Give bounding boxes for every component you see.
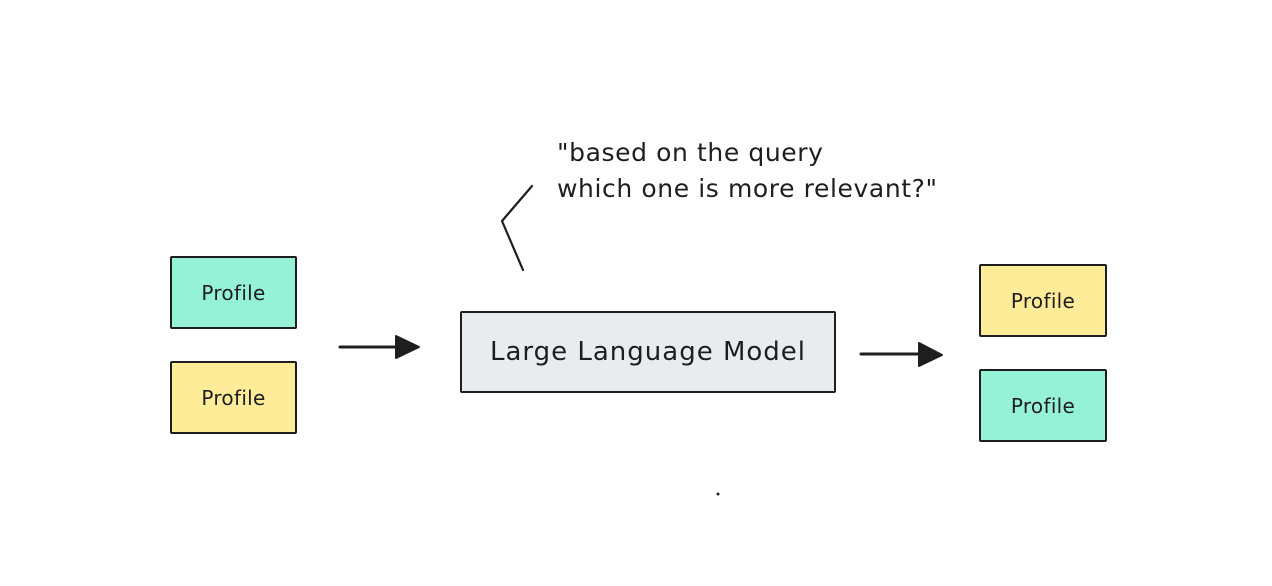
prompt-line-2: which one is more relevant?" bbox=[557, 174, 938, 203]
input-arrow bbox=[338, 335, 420, 359]
llm-box: Large Language Model bbox=[460, 311, 836, 393]
output-profile-1-label: Profile bbox=[1010, 288, 1076, 313]
prompt-annotation: "based on the query which one is more re… bbox=[557, 135, 938, 207]
prompt-line-1: "based on the query bbox=[557, 138, 824, 167]
output-arrow bbox=[859, 342, 943, 367]
input-profile-2-label: Profile bbox=[201, 385, 266, 410]
stray-dot bbox=[716, 492, 720, 496]
output-profile-2-label: Profile bbox=[1010, 393, 1076, 418]
input-profile-1-label: Profile bbox=[201, 280, 266, 305]
output-profile-1: Profile bbox=[979, 264, 1107, 337]
input-profile-1: Profile bbox=[170, 256, 297, 329]
callout-line bbox=[500, 184, 534, 272]
input-profile-2: Profile bbox=[170, 361, 297, 434]
output-profile-2: Profile bbox=[979, 369, 1107, 442]
llm-label: Large Language Model bbox=[489, 337, 807, 367]
